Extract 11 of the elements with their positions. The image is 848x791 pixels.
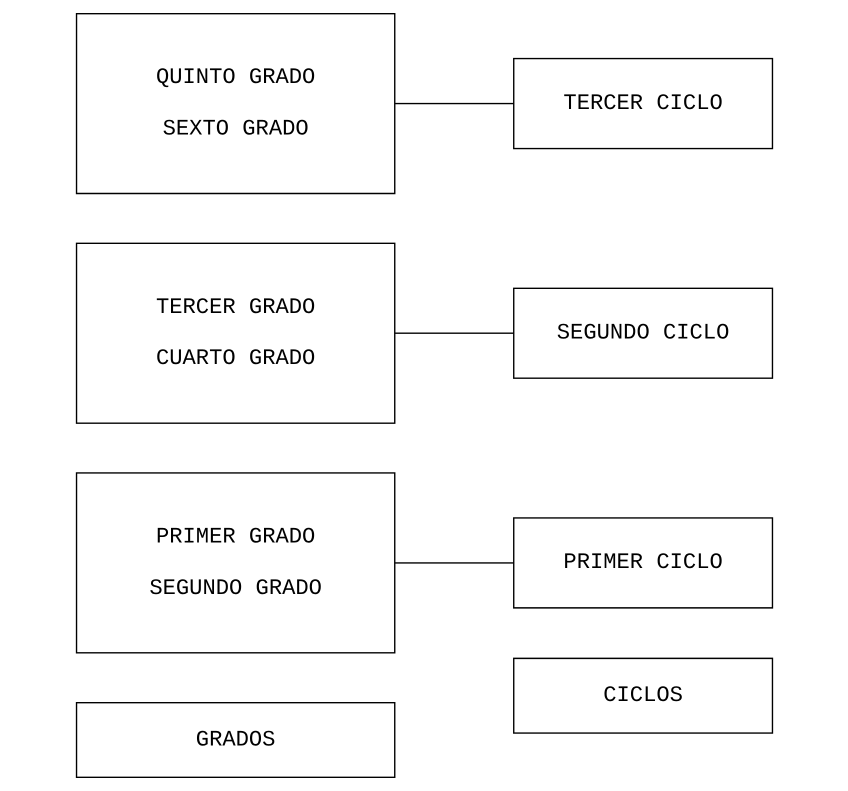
node-box: PRIMER CICLO bbox=[512, 517, 773, 609]
connector bbox=[394, 332, 514, 334]
node-box: PRIMER GRADO SEGUNDO GRADO bbox=[75, 472, 395, 654]
node-box: TERCER CICLO bbox=[512, 58, 773, 150]
node-box: TERCER GRADO CUARTO GRADO bbox=[75, 242, 395, 424]
connector bbox=[394, 562, 514, 564]
node-box: CICLOS bbox=[512, 658, 773, 734]
node-box: GRADOS bbox=[75, 702, 395, 778]
node-box: SEGUNDO CICLO bbox=[512, 288, 773, 379]
connector bbox=[394, 102, 514, 104]
node-box: QUINTO GRADO SEXTO GRADO bbox=[75, 12, 395, 194]
